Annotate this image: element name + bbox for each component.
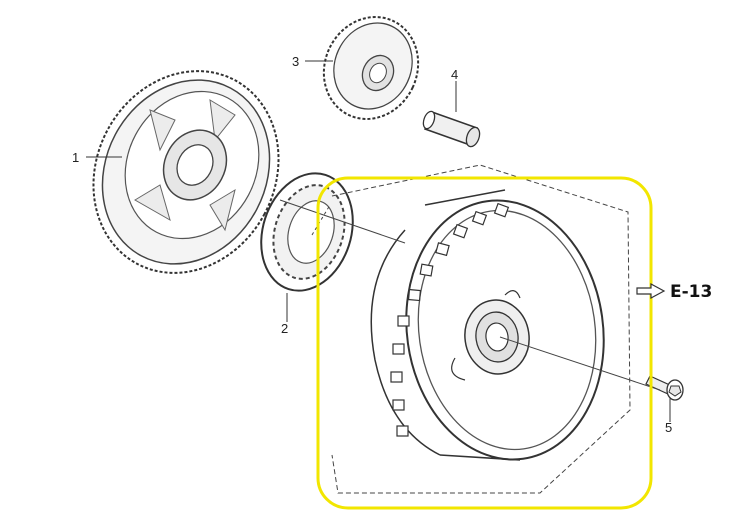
bolt (645, 375, 684, 401)
large-gear (92, 70, 280, 274)
small-gear (322, 16, 420, 120)
callout-2: 2 (281, 321, 288, 336)
dashed-boundary (331, 164, 631, 494)
reference-link[interactable]: E-13 (636, 282, 712, 302)
callout-4: 4 (451, 67, 458, 82)
callout-3: 3 (292, 54, 299, 69)
leader-lines (86, 60, 671, 422)
outline-arrow-right-icon (636, 282, 666, 300)
callout-1: 1 (72, 150, 79, 165)
assembly-lines (279, 199, 661, 391)
reference-label[interactable]: E-13 (670, 282, 712, 302)
callout-5: 5 (665, 420, 672, 435)
one-way-clutch (260, 172, 354, 292)
highlight-box (316, 176, 653, 510)
flywheel-housing (360, 185, 610, 461)
shaft-pin (422, 110, 481, 148)
